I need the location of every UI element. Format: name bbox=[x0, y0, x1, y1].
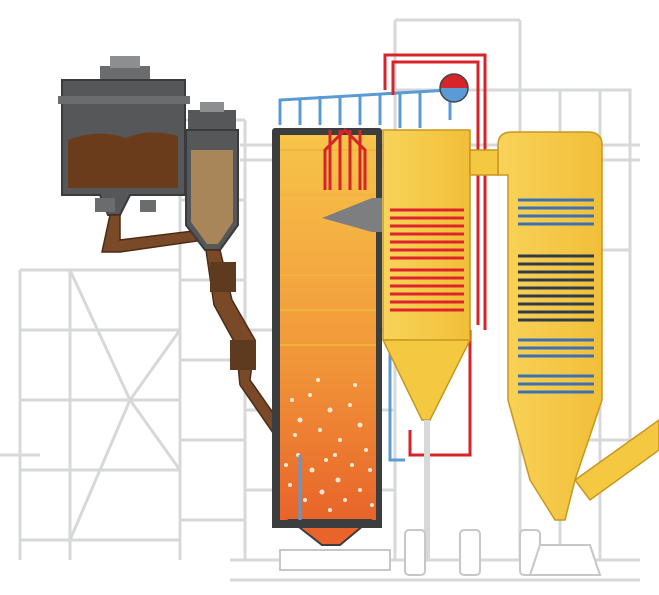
combustion-chamber bbox=[272, 128, 382, 546]
coal-content bbox=[68, 132, 178, 188]
base-equipment bbox=[279, 529, 602, 576]
cyclone-heat-tubes bbox=[390, 208, 464, 312]
steam-drum bbox=[439, 73, 469, 103]
flue-duct bbox=[573, 419, 659, 502]
fan-2 bbox=[459, 529, 481, 576]
backpass-heat-recovery bbox=[469, 131, 659, 521]
economizer-tubes-upper bbox=[518, 198, 594, 226]
fan-1 bbox=[404, 529, 426, 576]
steam-circuit bbox=[0, 53, 487, 457]
ash-conveyor bbox=[528, 544, 602, 576]
superheater-tubes bbox=[518, 254, 594, 322]
silo-content bbox=[191, 150, 233, 244]
coal-bunker bbox=[58, 56, 219, 253]
left-frame bbox=[18, 268, 182, 560]
cyclone-separator bbox=[322, 129, 472, 560]
economizer-tubes-lower bbox=[518, 338, 594, 394]
fuel-silo bbox=[185, 102, 286, 442]
fluidized-bed bbox=[284, 378, 374, 512]
